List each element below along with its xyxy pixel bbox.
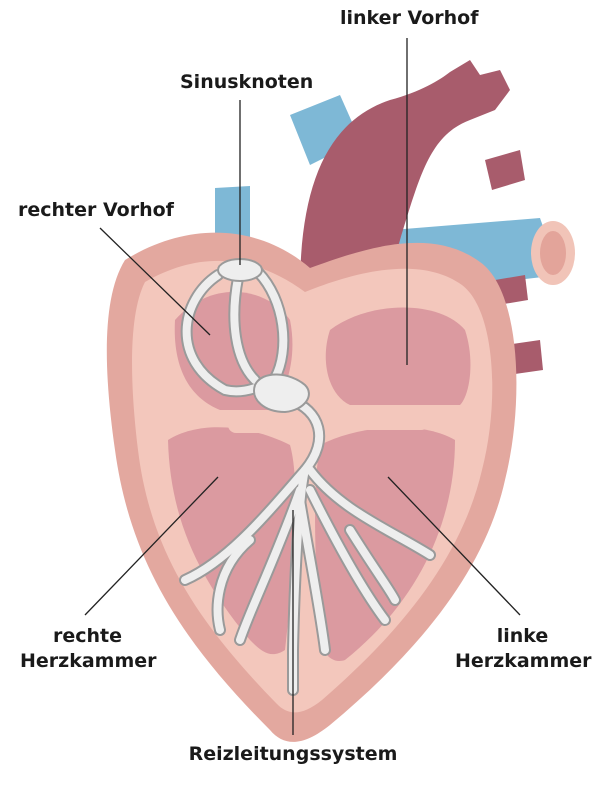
- label-sinus-node: Sinusknoten: [180, 70, 313, 95]
- left-atrium-chamber: [326, 308, 471, 406]
- label-right-ventricle: rechte Herzkammer: [20, 624, 155, 673]
- label-conduction-system: Reizleitungssystem: [180, 742, 406, 767]
- label-left-ventricle: linke Herzkammer: [455, 624, 590, 673]
- pulmonary-vein-upper: [485, 150, 525, 190]
- label-right-atrium: rechter Vorhof: [18, 198, 174, 223]
- label-left-atrium: linker Vorhof: [340, 6, 478, 31]
